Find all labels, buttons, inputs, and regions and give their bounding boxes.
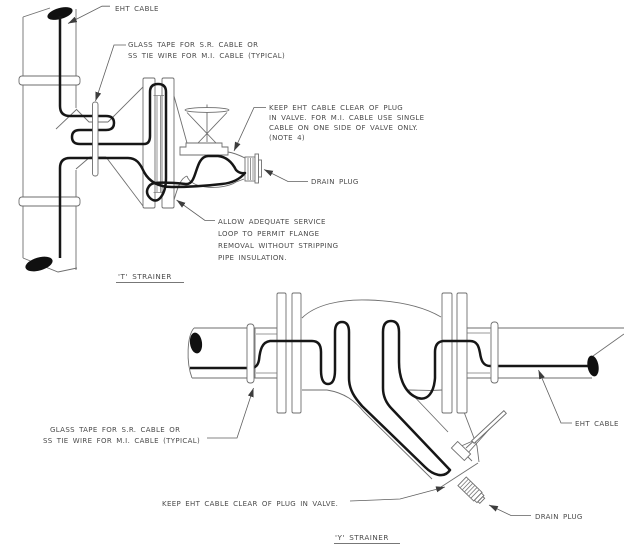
pipe-cut-left: [189, 332, 203, 354]
eht-cable-label-bottom: EHT CABLE: [575, 420, 619, 428]
branch-valve: [450, 410, 507, 462]
t-strainer-title: 'T' STRAINER: [116, 272, 184, 283]
annotations: EHT CABLE GLASS TAPE FOR S.R. CABLE OR S…: [43, 5, 619, 544]
pipe-left: [187, 327, 277, 379]
tie-band-right: [490, 321, 499, 384]
leader-lines: [67, 5, 572, 516]
eht-cable-run-top: [58, 16, 247, 258]
drain-plug-top: [244, 153, 262, 184]
keep-eht-label-top-line3: CABLE ON ONE SIDE OF VALVE ONLY.: [269, 124, 418, 132]
service-loop-label-line4: PIPE INSULATION.: [218, 254, 287, 262]
glass-tape-label-bottom-line2: SS TIE WIRE FOR M.I. CABLE (TYPICAL): [43, 437, 200, 445]
y-flanges-left: [276, 292, 302, 414]
svg-text:'T' STRAINER: 'T' STRAINER: [118, 272, 172, 281]
eht-cable-label-top: EHT CABLE: [115, 5, 159, 13]
y-strainer-title: 'Y' STRAINER: [334, 533, 400, 544]
pipe-cut-right: [587, 355, 599, 377]
plug-valve-body: [173, 95, 246, 201]
y-body: [301, 299, 480, 488]
drain-plug-label-bottom: DRAIN PLUG: [535, 513, 583, 521]
valve-handle: [471, 410, 507, 444]
service-loop-label-line2: LOOP TO PERMIT FLANGE: [218, 230, 319, 238]
glass-tape-label-bottom-line1: GLASS TAPE FOR S.R. CABLE OR: [50, 426, 180, 434]
glass-tape-label-top-line1: GLASS TAPE FOR S.R. CABLE OR: [128, 41, 258, 49]
service-loop-label-line3: REMOVAL WITHOUT STRIPPING: [218, 242, 338, 250]
drain-plug-label-top: DRAIN PLUG: [311, 178, 359, 186]
valve-handwheel: [184, 104, 230, 113]
valve-bowtie: [186, 112, 228, 144]
tee-branch: [55, 86, 144, 207]
pipe-collar-upper: [18, 75, 81, 86]
keep-eht-label-top-line2: IN VALVE. FOR M.I. CABLE USE SINGLE: [269, 114, 424, 122]
pipe-cut-bottom: [25, 256, 53, 272]
pipe-collar-lower: [18, 196, 81, 207]
eht-cable-run-bottom: [190, 319, 588, 477]
y-strainer-drawing: [187, 292, 624, 504]
keep-eht-label-top-line4: (NOTE 4): [269, 134, 305, 142]
keep-eht-label-top-line1: KEEP EHT CABLE CLEAR OF PLUG: [269, 104, 403, 112]
glass-tape-label-top-line2: SS TIE WIRE FOR M.I. CABLE (TYPICAL): [128, 52, 285, 60]
drain-plug-bottom: [457, 476, 486, 504]
service-loop-label-line1: ALLOW ADEQUATE SERVICE: [218, 218, 326, 226]
svg-text:'Y' STRAINER: 'Y' STRAINER: [335, 533, 389, 542]
keep-eht-label-bottom: KEEP EHT CABLE CLEAR OF PLUG IN VALVE.: [162, 500, 338, 508]
y-flanges-right: [441, 292, 468, 414]
glass-tape-tie-bottom: [246, 323, 255, 384]
t-strainer-drawing: [18, 7, 262, 273]
vertical-pipe: [22, 7, 78, 273]
pipe-cut-top: [47, 7, 73, 20]
glass-tape-tie-top: [92, 101, 99, 177]
